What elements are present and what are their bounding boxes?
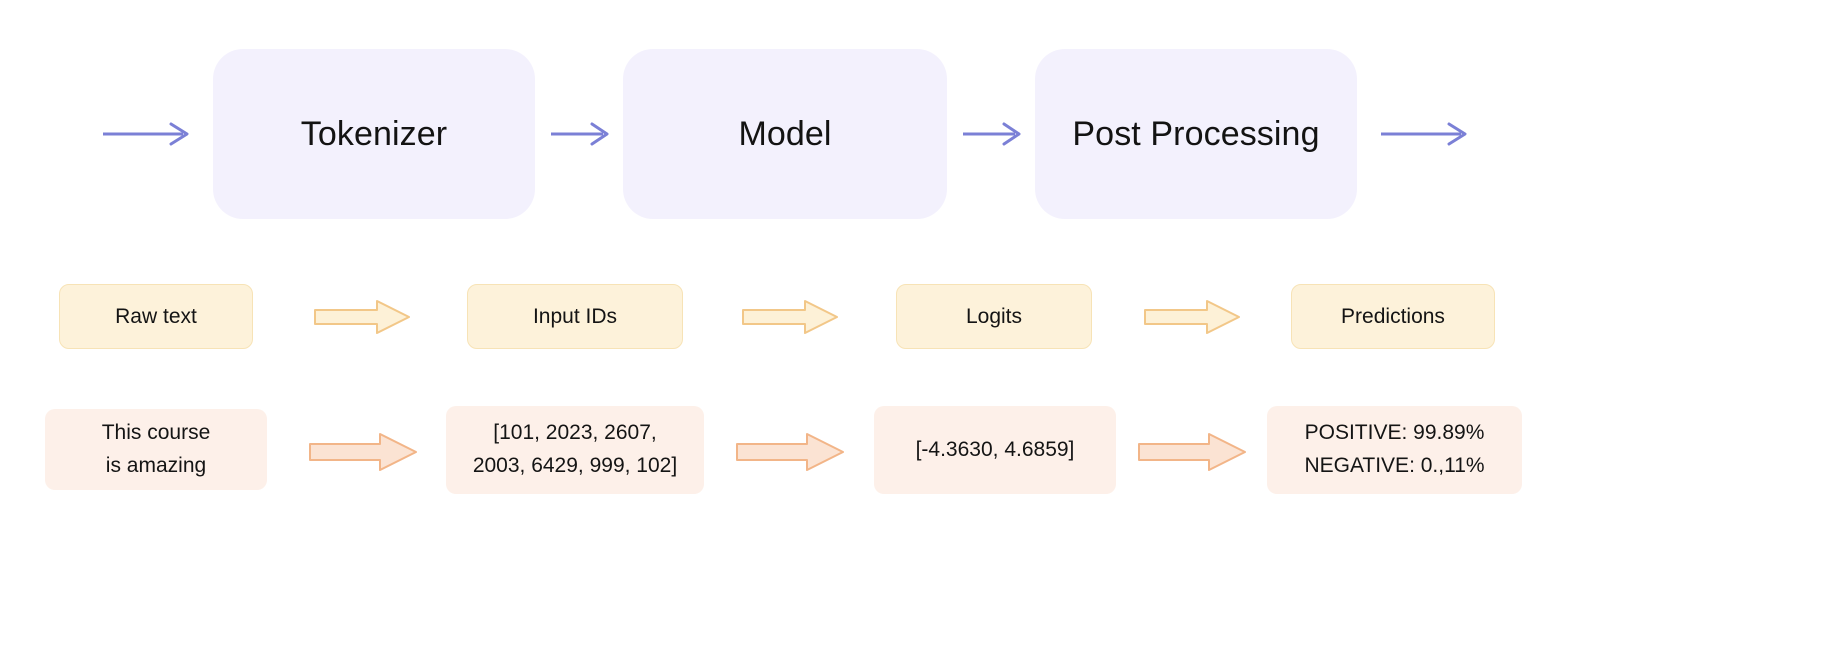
- artifact-arrow-2-icon: [742, 300, 838, 334]
- example-box-input-ids[interactable]: [101, 2023, 2607, 2003, 6429, 999, 102]: [446, 406, 704, 494]
- example-line: is amazing: [105, 453, 207, 477]
- stage-arrow-out-icon: [1381, 122, 1467, 146]
- example-arrow-1-icon: [309, 433, 417, 471]
- stage-arrow-in-icon: [103, 122, 189, 146]
- stage-box-post-processing[interactable]: Post Processing: [1035, 49, 1357, 219]
- artifact-chip-predictions[interactable]: Predictions: [1291, 284, 1495, 349]
- artifact-chip-input-ids[interactable]: Input IDs: [467, 284, 683, 349]
- artifact-label-logits: Logits: [965, 304, 1023, 328]
- stage-label-model: Model: [738, 114, 832, 153]
- example-line: [-4.3630, 4.6859]: [915, 437, 1075, 461]
- stage-label-tokenizer: Tokenizer: [300, 114, 448, 153]
- example-box-raw-text[interactable]: This course is amazing: [45, 409, 267, 490]
- example-line: POSITIVE: 99.89%: [1304, 421, 1485, 445]
- stage-label-post-processing: Post Processing: [1072, 114, 1320, 153]
- example-arrow-2-icon: [736, 433, 844, 471]
- artifact-arrow-3-icon: [1144, 300, 1240, 334]
- example-line: 2003, 6429, 999, 102]: [472, 454, 678, 477]
- example-box-logits[interactable]: [-4.3630, 4.6859]: [874, 406, 1116, 494]
- stage-arrow-model-to-postprocessing-icon: [963, 122, 1021, 146]
- artifact-chip-raw-text[interactable]: Raw text: [59, 284, 253, 349]
- stage-box-model[interactable]: Model: [623, 49, 947, 219]
- artifact-label-input-ids: Input IDs: [532, 304, 618, 328]
- example-box-predictions[interactable]: POSITIVE: 99.89% NEGATIVE: 0.,11%: [1267, 406, 1522, 494]
- artifact-label-predictions: Predictions: [1341, 304, 1445, 328]
- example-line: NEGATIVE: 0.,11%: [1304, 454, 1485, 477]
- stage-box-tokenizer[interactable]: Tokenizer: [213, 49, 535, 219]
- example-line: [101, 2023, 2607,: [493, 421, 657, 445]
- artifact-chip-logits[interactable]: Logits: [896, 284, 1092, 349]
- example-line: This course: [101, 420, 211, 444]
- artifact-label-raw-text: Raw text: [115, 304, 197, 328]
- stage-arrow-tokenizer-to-model-icon: [551, 122, 609, 146]
- artifact-arrow-1-icon: [314, 300, 410, 334]
- example-arrow-3-icon: [1138, 433, 1246, 471]
